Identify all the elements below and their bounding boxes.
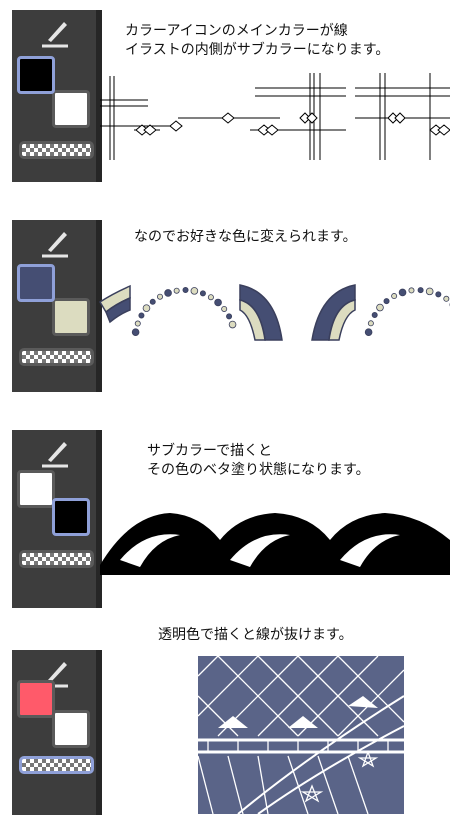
bead — [383, 298, 390, 305]
bead — [435, 291, 442, 298]
pen-icon — [42, 22, 68, 48]
caption-line: 透明色で描くと線が抜けます。 — [158, 627, 353, 643]
bead — [391, 293, 398, 300]
bead — [190, 287, 199, 295]
bead — [182, 287, 189, 294]
bead — [207, 294, 214, 301]
main-color-swatch[interactable] — [17, 470, 55, 508]
bead — [367, 320, 374, 327]
bead — [443, 295, 450, 302]
bead — [138, 312, 145, 319]
transparent-color-swatch[interactable] — [19, 141, 94, 159]
bead — [134, 320, 141, 327]
sub-color-swatch[interactable] — [52, 498, 90, 536]
bead — [214, 298, 222, 307]
transparent-color-swatch[interactable] — [19, 550, 94, 568]
caption-line: イラストの内側がサブカラーになります。 — [125, 42, 390, 58]
bead — [371, 312, 378, 319]
sub-color-swatch[interactable] — [52, 710, 90, 748]
bead — [376, 303, 384, 312]
bead — [228, 320, 237, 329]
caption-line: その色のベタ塗り状態になります。 — [147, 462, 370, 478]
bead — [173, 287, 180, 294]
color-panel-2 — [12, 220, 102, 392]
caption-line: カラーアイコンのメインカラーが線 — [125, 23, 348, 39]
color-panel-1 — [12, 10, 102, 182]
main-color-swatch[interactable] — [17, 264, 55, 302]
pen-icon — [42, 232, 68, 258]
bead — [149, 298, 156, 305]
bead — [199, 290, 206, 297]
arc-pattern-illustration — [98, 284, 356, 341]
bead — [417, 287, 424, 294]
caption-4: 透明色で描くと線が抜けます。 — [158, 626, 353, 645]
line-pattern-illustration — [100, 73, 450, 160]
caption-1: カラーアイコンのメインカラーが線 イラストの内側がサブカラーになります。 — [125, 22, 389, 60]
pen-icon — [42, 442, 68, 468]
caption-line: なのでお好きな色に変えられます。 — [134, 229, 357, 245]
caption-3: サブカラーで描くと その色のベタ塗り状態になります。 — [147, 442, 370, 480]
transparent-color-swatch[interactable] — [19, 756, 94, 774]
transparent-color-swatch[interactable] — [19, 348, 94, 366]
bead — [364, 328, 373, 336]
bead — [398, 288, 407, 297]
bead — [157, 293, 164, 300]
black-wave-illustration — [100, 513, 450, 575]
color-panel-4 — [12, 650, 102, 815]
bead — [131, 328, 140, 336]
sub-color-swatch[interactable] — [52, 298, 90, 336]
bead — [221, 305, 228, 312]
main-color-swatch[interactable] — [17, 680, 55, 718]
bead — [408, 287, 415, 294]
bead — [425, 287, 434, 296]
main-color-swatch[interactable] — [17, 56, 55, 94]
transparent-pattern-illustration — [197, 655, 405, 815]
bead-chain-illustration — [131, 287, 450, 336]
color-panel-3 — [12, 430, 102, 608]
caption-2: なのでお好きな色に変えられます。 — [134, 228, 357, 247]
caption-line: サブカラーで描くと — [147, 443, 273, 459]
sub-color-swatch[interactable] — [52, 90, 90, 128]
bead — [226, 313, 233, 320]
bead — [142, 304, 151, 312]
bead — [164, 289, 172, 297]
